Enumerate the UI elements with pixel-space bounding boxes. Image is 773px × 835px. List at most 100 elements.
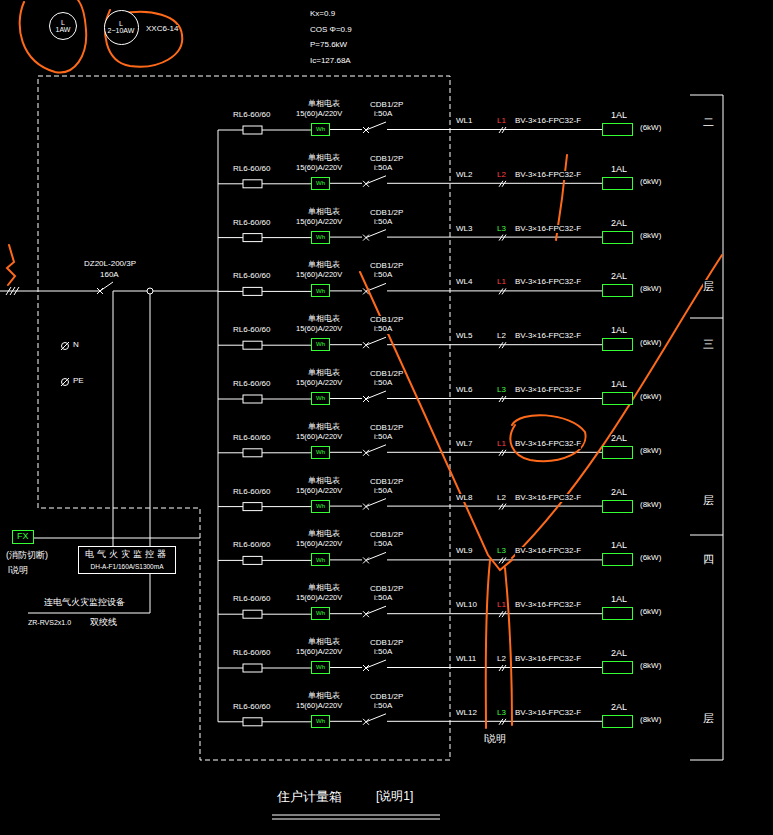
breaker-rating: i:50A [374, 379, 392, 388]
meter-unit: Wh单相电表15(60)A/220V [296, 584, 343, 620]
model-number: DH-A-F1/160A/S1300mA [91, 563, 164, 570]
circuit-number: WL10 [456, 601, 477, 610]
note-ref: l说明 [8, 566, 28, 576]
fuse-model: RL6-60/60 [233, 326, 270, 335]
phase-label: L1 [497, 278, 506, 287]
meter-rating: 15(60)A/220V [296, 540, 342, 548]
load-panel: 2AL (8kW) [602, 485, 662, 513]
circuit-number: WL2 [456, 171, 472, 180]
load-box [602, 661, 633, 674]
panel-load: (6kW) [640, 124, 661, 133]
breaker-rating: 160A [100, 271, 119, 280]
fire-cutoff-box: FX [12, 530, 34, 544]
row-symbols [218, 122, 506, 726]
fuse-model: RL6-60/60 [233, 595, 270, 604]
breaker-rating: i:50A [374, 487, 392, 496]
fire-monitor-box: 电气火灾监控器 DH-A-F1/160A/S1300mA [78, 546, 176, 574]
wire-spec: BV-3×16-FPC32-F [515, 225, 581, 234]
circuit-number: WL5 [456, 332, 472, 341]
panel-name: 2AL [611, 488, 627, 498]
wire-spec: BV-3×16-FPC32-F [515, 547, 581, 556]
panel-name: 1AL [611, 326, 627, 336]
wire-spec: BV-3×16-FPC32-F [515, 601, 581, 610]
main-breaker-model: DZ20L-200/3P [84, 260, 136, 269]
note-ref: l说明 [484, 733, 506, 744]
circuit-number: WL1 [456, 117, 472, 126]
phase-label: L2 [497, 655, 506, 664]
meter-title: 单相电表 [308, 477, 340, 486]
meter-symbol: Wh [316, 557, 325, 564]
meter-unit: Wh单相电表15(60)A/220V [296, 315, 343, 351]
meter-box: Wh [311, 338, 330, 351]
cable-type: ZR-RVS2x1.0 [28, 619, 71, 627]
meter-title: 单相电表 [308, 692, 340, 701]
fuse-model: RL6-60/60 [233, 541, 270, 550]
breaker-rating: i:50A [374, 218, 392, 227]
wire-spec: BV-3×16-FPC32-F [515, 494, 581, 503]
load-box [602, 177, 633, 190]
panel-load: (6kW) [640, 393, 661, 402]
design-current: Ic=127.68A [310, 57, 351, 66]
breaker-model: CDB1/2P [370, 316, 403, 325]
meter-symbol: Wh [316, 664, 325, 671]
cable-note: 连电气火灾监控设备 [44, 598, 125, 608]
meter-symbol: Wh [316, 718, 325, 725]
meter-unit: Wh单相电表15(60)A/220V [296, 369, 343, 405]
cable-note: 双绞线 [90, 618, 117, 628]
breaker-model: CDB1/2P [370, 209, 403, 218]
panel-load: (8kW) [640, 285, 661, 294]
wire-spec: BV-3×16-FPC32-F [515, 278, 581, 287]
breaker-model: CDB1/2P [370, 531, 403, 540]
meter-unit: Wh单相电表15(60)A/220V [296, 638, 343, 674]
phase-label: L1 [497, 117, 506, 126]
panel-load: (6kW) [640, 554, 661, 563]
panel-load: (6kW) [640, 339, 661, 348]
breaker-rating: i:50A [374, 271, 392, 280]
wire-spec: BV-3×16-FPC32-F [515, 171, 581, 180]
enclosure-outline [38, 76, 450, 760]
breaker-rating: i:50A [374, 433, 392, 442]
meter-box: Wh [311, 553, 330, 566]
phase-label: L2 [497, 494, 506, 503]
breaker-rating: i:50A [374, 648, 392, 657]
meter-box: Wh [311, 231, 330, 244]
meter-box: Wh [311, 284, 330, 297]
load-box [602, 500, 633, 513]
meter-title: 单相电表 [308, 530, 340, 539]
meter-unit: Wh单相电表15(60)A/220V [296, 100, 343, 136]
breaker-model: CDB1/2P [370, 370, 403, 379]
circuit-number: WL3 [456, 225, 472, 234]
meter-title: 单相电表 [308, 154, 340, 163]
panel-load: (8kW) [640, 501, 661, 510]
note-text: (消防切断) [6, 551, 48, 561]
floor-label: 层 [703, 712, 714, 724]
load-panel: 2AL(8kW) [602, 700, 662, 728]
meter-rating: 15(60)A/220V [296, 487, 342, 495]
meter-symbol: Wh [316, 234, 325, 241]
fuse-model: RL6-60/60 [233, 111, 270, 120]
fuse-model: RL6-60/60 [233, 272, 270, 281]
panel-load: (8kW) [640, 662, 661, 671]
symbol-text: L [61, 19, 65, 26]
lamp-symbol: L1AW [49, 12, 77, 40]
breaker-model: CDB1/2P [370, 262, 403, 271]
meter-symbol: Wh [316, 503, 325, 510]
floor-label: 层 [703, 494, 714, 506]
box-title: 电气火灾监控器 [85, 550, 169, 560]
meter-box: Wh [311, 392, 330, 405]
meter-title: 单相电表 [308, 369, 340, 378]
panel-name: 1AL [611, 111, 627, 121]
meter-rating: 15(60)A/220V [296, 218, 342, 226]
meter-symbol: Wh [316, 341, 325, 348]
panel-load: (8kW) [640, 716, 661, 725]
meter-box: Wh [311, 123, 330, 136]
meter-title: 单相电表 [308, 584, 340, 593]
fuse-model: RL6-60/60 [233, 165, 270, 174]
load-panel: 1AL (6kW) [602, 323, 662, 351]
meter-symbol: Wh [316, 288, 325, 295]
phase-label: L3 [497, 225, 506, 234]
meter-symbol: Wh [316, 610, 325, 617]
power-factor: COS Φ=0.9 [310, 26, 352, 35]
breaker-model: CDB1/2P [370, 155, 403, 164]
panel-name: 2AL [611, 272, 627, 282]
